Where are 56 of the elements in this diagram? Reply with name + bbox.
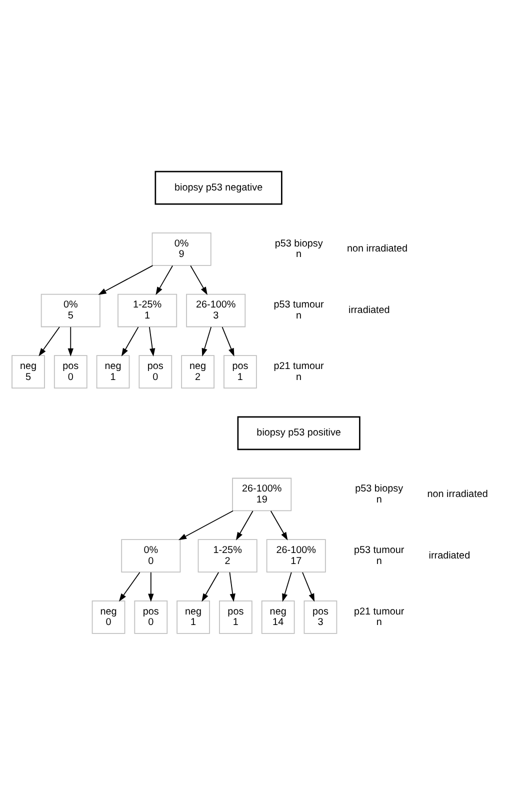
arrow — [178, 510, 234, 540]
node-box: neg 0 — [92, 600, 126, 634]
label: p21 tumour — [274, 360, 324, 372]
label: non irradiated — [427, 489, 488, 500]
node-box: 0% 0 — [121, 539, 181, 572]
arrow — [190, 265, 208, 296]
arrow — [68, 326, 74, 357]
label: n — [376, 494, 382, 506]
node-box: 0% 9 — [152, 232, 212, 266]
node-box: neg 5 — [12, 355, 45, 389]
arrow — [148, 326, 156, 357]
arrow — [202, 572, 220, 602]
arrow — [98, 265, 154, 295]
label: p53 tumour — [354, 544, 404, 556]
node-box: pos 0 — [138, 355, 172, 389]
arrow — [282, 572, 292, 602]
node-box: pos 0 — [134, 600, 168, 634]
node-box: neg 1 — [176, 600, 210, 634]
label: p53 biopsy — [274, 238, 323, 250]
arrow — [148, 572, 154, 602]
arrow — [121, 326, 139, 356]
node-box: neg 2 — [181, 355, 214, 389]
node-box: 0% 5 — [40, 294, 100, 328]
node-box: pos 1 — [219, 600, 252, 634]
node-box: biopsy p53 negative — [154, 170, 282, 205]
node-box: 26-100% 19 — [232, 478, 292, 512]
label: irradiated — [348, 305, 390, 316]
arrow — [38, 326, 60, 356]
node-box: biopsy p53 positive — [237, 416, 360, 450]
arrow — [270, 510, 288, 540]
label: n — [376, 617, 382, 628]
arrow — [229, 572, 236, 602]
arrow — [202, 326, 212, 356]
node-box: 26-100% 17 — [266, 539, 326, 572]
arrow — [302, 572, 315, 602]
label: p21 tumour — [354, 606, 404, 618]
arrow — [118, 572, 140, 602]
label: n — [296, 310, 302, 322]
node-box: 1-25% 1 — [118, 294, 178, 328]
label: p53 biopsy — [355, 484, 404, 495]
label: p53 tumour — [274, 300, 324, 311]
node-box: pos 1 — [224, 355, 257, 389]
node-box: neg 1 — [96, 355, 130, 389]
arrow — [236, 510, 254, 540]
node-box: 1-25% 2 — [198, 539, 258, 572]
node-box: 26-100% 3 — [186, 294, 246, 328]
node-box: pos 0 — [54, 355, 88, 389]
label: n — [376, 556, 382, 567]
arrow — [222, 326, 234, 356]
label: irradiated — [428, 550, 470, 562]
node-box: neg 14 — [261, 600, 295, 634]
node-box: pos 3 — [304, 600, 338, 634]
label: non irradiated — [346, 244, 408, 255]
label: n — [296, 249, 302, 260]
label: n — [296, 372, 302, 383]
arrow — [156, 265, 174, 296]
